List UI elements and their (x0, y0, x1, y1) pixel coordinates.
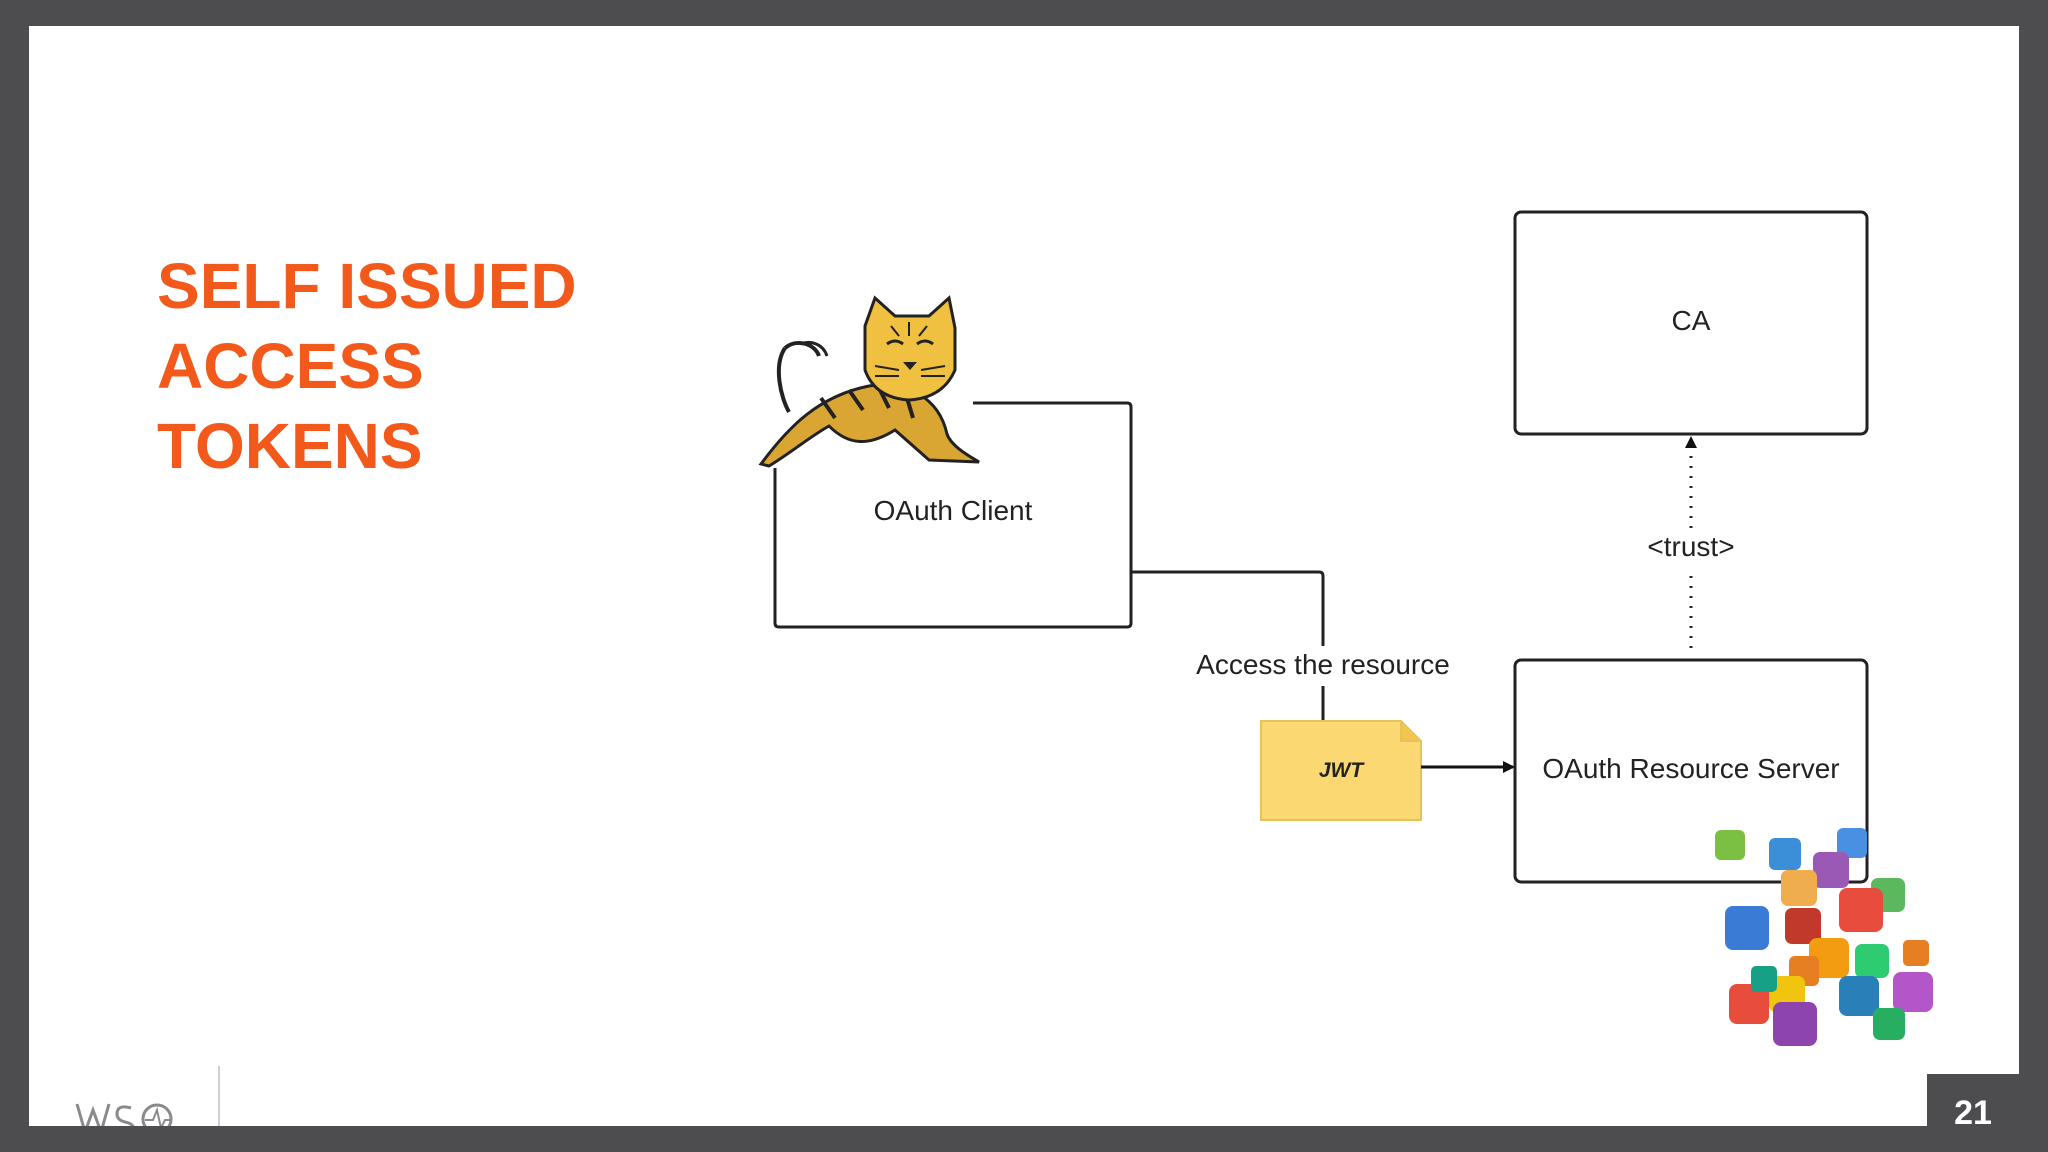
trust-label: <trust> (1647, 531, 1734, 562)
access-connector (1131, 570, 1325, 721)
oauth-client-box (773, 401, 1133, 629)
page-number: 21 (1927, 1074, 2019, 1152)
trust-label-bg (1639, 528, 1743, 568)
app-icons-cluster (1715, 828, 1933, 1046)
wso2-logo: 2 (75, 1103, 184, 1126)
oauth-diagram: OAuth Client CA OAuth Resource Server Ac… (758, 210, 1933, 1046)
ca-label: CA (1672, 305, 1711, 336)
title-line-2: ACCESS (157, 330, 424, 402)
title-line-1: SELF ISSUED (157, 250, 577, 322)
slide-title: SELF ISSUED ACCESS TOKENS (157, 246, 577, 486)
access-resource-label: Access the resource (1196, 649, 1450, 680)
footer-divider (218, 1066, 220, 1126)
jwt-label: JWT (1319, 759, 1366, 782)
resource-server-box (1513, 658, 1869, 884)
oauth-client-label: OAuth Client (874, 495, 1033, 526)
jwt-token-note (1260, 720, 1422, 821)
access-label-bg (1187, 646, 1459, 686)
ca-box (1513, 210, 1869, 436)
resource-server-label: OAuth Resource Server (1542, 753, 1839, 784)
title-line-3: TOKENS (157, 410, 423, 482)
slide: SELF ISSUED ACCESS TOKENS OAuth Client (29, 26, 2019, 1126)
svg-text:2: 2 (171, 1123, 184, 1126)
tomcat-cat-icon (758, 295, 980, 468)
